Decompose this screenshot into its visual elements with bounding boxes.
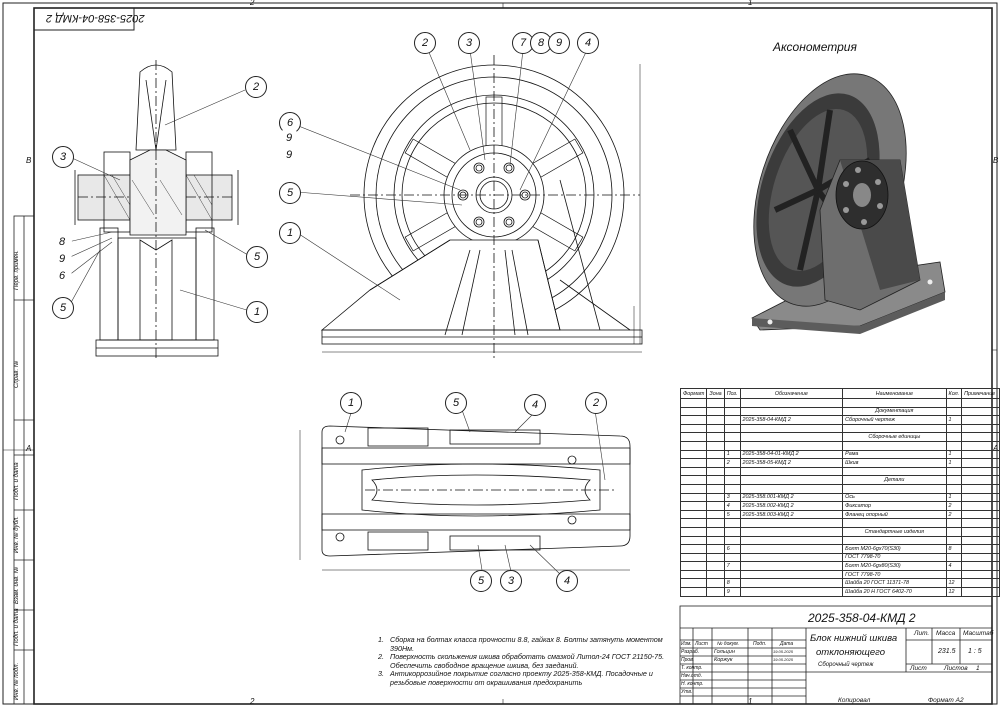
note-2: 2.Поверхность скольжения шкива обработат… xyxy=(378,652,665,670)
spec-section-parts: Детали xyxy=(679,475,1000,485)
zone-mark-top-2: 2 xyxy=(250,0,255,7)
sheets-label: Листов xyxy=(944,665,968,672)
callout-top-5b: 5 xyxy=(470,570,492,592)
side-label-inv-dubl: Инв. № дубл. xyxy=(14,516,20,553)
callout-top-4b: 4 xyxy=(556,570,578,592)
tb-role-razrab: Разраб. xyxy=(681,649,700,655)
scale-label: Масштаб xyxy=(963,630,994,637)
callout-top-4a: 4 xyxy=(524,394,546,416)
tb-role-nkontr: Н. контр. xyxy=(681,681,704,687)
spec-row: ГОСТ 7798-70 xyxy=(679,552,1000,563)
callout-side-1: 1 xyxy=(246,301,268,323)
zone-mark-right-b: B xyxy=(993,156,999,165)
spec-row: ГОСТ 7798-70 xyxy=(679,569,1000,580)
callout-top-1: 1 xyxy=(340,392,362,414)
note-3: 3.Антикоррозийное покрытие согласно прое… xyxy=(378,669,653,687)
number-box xyxy=(33,7,135,31)
zone-mark-bottom-2: 2 xyxy=(250,697,255,706)
spec-section-assemblies: Сборочные единицы xyxy=(679,432,1000,442)
callout-top-5: 5 xyxy=(445,392,467,414)
tb-date-2: 19.05.2025 xyxy=(773,657,794,662)
tb-col-date: Дата xyxy=(780,641,794,647)
title-block-grid xyxy=(679,605,993,705)
tb-role-utv: Утв. xyxy=(681,689,693,695)
leader-lines xyxy=(67,49,606,577)
title-block-name-1: Блок нижний шкива xyxy=(810,633,898,644)
side-view xyxy=(74,60,239,360)
tb-developer: Гольцин xyxy=(714,649,735,655)
title-block-name-2: отклоняющего xyxy=(816,647,886,658)
technical-notes: 1.Сборка на болтах класса прочности 8.8,… xyxy=(378,635,678,688)
title-block-doc-type: Сборочный чертеж xyxy=(818,662,874,668)
tb-role-prov: Пров. xyxy=(681,657,695,663)
callout-front-5: 5 xyxy=(279,182,301,204)
tb-role-tkontr: Т. контр. xyxy=(681,665,703,671)
callout-side-5a: 5 xyxy=(52,297,74,319)
format-label: Формат А2 xyxy=(928,697,964,704)
side-label-podp-data-2: Подп. и дата xyxy=(14,608,20,646)
lit-label: Лит. xyxy=(914,630,930,637)
zone-mark-left-b: B xyxy=(26,156,32,165)
zone-mark-bottom-1: 1 xyxy=(748,697,753,706)
scale-value: 1 : 5 xyxy=(968,648,982,655)
side-label-perv-primen: Перв. примен. xyxy=(14,250,20,290)
callout-front-9b: 9 xyxy=(279,145,299,165)
tb-col-doc: № докум. xyxy=(717,641,740,647)
spec-section-standard: Стандартные изделия xyxy=(679,526,1000,537)
zone-mark-left-a: A xyxy=(26,444,32,453)
spec-section-docs: Документация xyxy=(679,406,1000,417)
callout-side-6: 6 xyxy=(52,266,72,286)
sheet-label: Лист xyxy=(910,665,927,672)
tb-role-nachotd: Нач.отд. xyxy=(681,673,703,679)
side-label-inv-podl: Инв. № подл. xyxy=(14,662,20,700)
drawing-number-rotated: 2025-358-04-КМД 2 xyxy=(46,12,145,24)
callout-front-3: 3 xyxy=(458,32,480,54)
sheets-value: 1 xyxy=(976,665,980,672)
callout-front-9: 9 xyxy=(548,32,570,54)
callout-top-3: 3 xyxy=(500,570,522,592)
tb-col-izm: Изм. xyxy=(681,641,692,647)
callout-side-2: 2 xyxy=(245,76,267,98)
tb-col-sign: Подп. xyxy=(753,641,767,647)
callout-side-9: 9 xyxy=(52,249,72,269)
axonometry-view xyxy=(751,73,946,334)
side-label-podp-data-1: Подп. и дата xyxy=(14,462,20,500)
callout-side-5b: 5 xyxy=(246,246,268,268)
note-1: 1.Сборка на болтах класса прочности 8.8,… xyxy=(378,635,663,653)
tb-col-list: Лист xyxy=(695,641,708,647)
side-label-vzam-inv: Взам. инв. № xyxy=(14,566,20,604)
callout-side-3: 3 xyxy=(52,146,74,168)
mass-label: Масса xyxy=(936,630,956,637)
tb-checker: Коржук xyxy=(714,657,733,663)
axonometry-title: Аксонометрия xyxy=(773,40,857,54)
front-view xyxy=(320,55,643,360)
top-view xyxy=(299,425,631,571)
callout-top-2: 2 xyxy=(585,392,607,414)
mass-value: 231.5 xyxy=(938,648,956,655)
tb-date-1: 19.05.2025 xyxy=(773,649,794,654)
copied-label: Копировал xyxy=(838,697,871,704)
title-block-code: 2025-358-04-КМД 2 xyxy=(808,611,916,625)
zone-mark-top-1: 1 xyxy=(748,0,753,7)
callout-front-1: 1 xyxy=(279,222,301,244)
side-label-sprav: Справ. № xyxy=(14,360,20,388)
side-stamp xyxy=(13,215,35,705)
callout-front-4: 4 xyxy=(577,32,599,54)
callout-front-9a: 9 xyxy=(279,128,299,148)
callout-front-2: 2 xyxy=(414,32,436,54)
callout-side-8: 8 xyxy=(52,232,72,252)
